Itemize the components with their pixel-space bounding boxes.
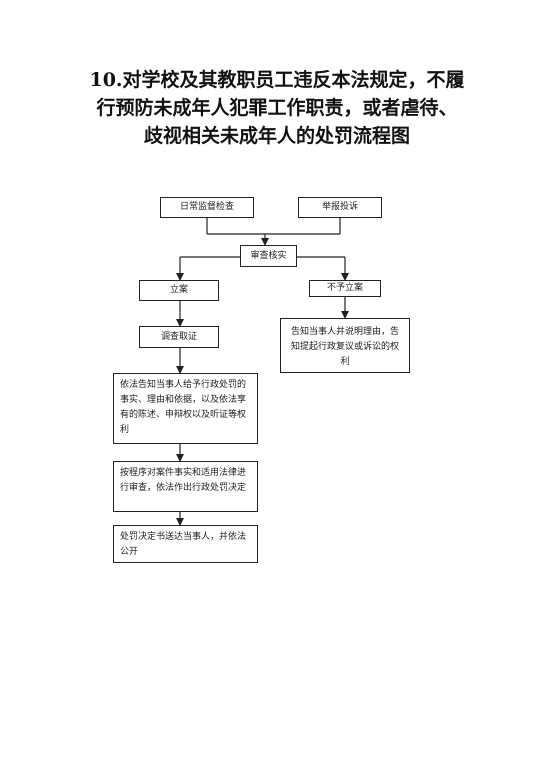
page-title: 10.对学校及其教职员工违反本法规定，不履 行预防未成年人犯罪工作职责，或者虐待…	[40, 66, 514, 150]
notify-rights-box: 依法告知当事人给予行政处罚的事实、理由和依据，以及依法享有的陈述、申辩权以及听证…	[113, 373, 258, 444]
deliver-publish-box: 处罚决定书送达当事人，并依法公开	[113, 525, 258, 563]
no-case-box: 不予立案	[309, 280, 381, 297]
review-verify-box: 审查核实	[240, 245, 297, 267]
review-decide-box: 按程序对案件事实和适用法律进行审查，依法作出行政处罚决定	[113, 461, 258, 512]
title-line-3: 歧视相关未成年人的处罚流程图	[143, 125, 410, 147]
daily-inspection-box: 日常监督检查	[160, 197, 254, 218]
title-line-1: 10.对学校及其教职员工违反本法规定，不履	[89, 69, 465, 91]
report-complaint-box: 举报投诉	[298, 197, 382, 218]
title-line-2: 行预防未成年人犯罪工作职责，或者虐待、	[96, 97, 458, 119]
no-case-notice-box: 告知当事人并说明理由，告知提起行政复议或诉讼的权利	[280, 318, 410, 373]
investigate-box: 调查取证	[139, 326, 219, 348]
file-case-box: 立案	[139, 280, 219, 301]
